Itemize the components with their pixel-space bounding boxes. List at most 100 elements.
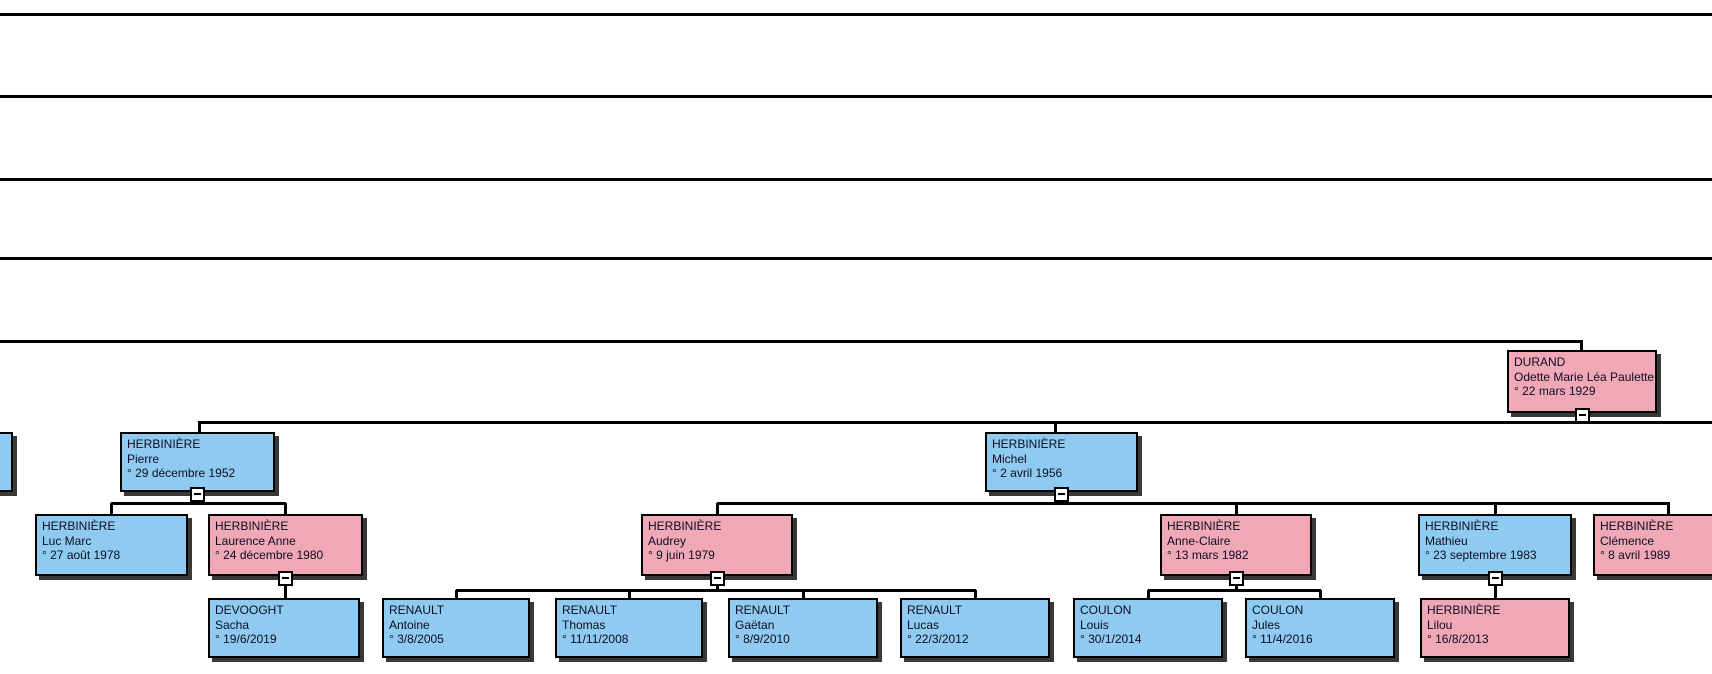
person-birth-date: ° 27 août 1978	[42, 548, 121, 562]
person-given-name: Michel	[992, 451, 1027, 466]
person-surname: DURAND	[1514, 355, 1566, 369]
person-surname: HERBINIÈRE	[992, 437, 1066, 451]
tree-connector-line	[111, 502, 286, 505]
person-surname: RENAULT	[907, 603, 963, 617]
person-given-name: Laurence Anne	[215, 533, 296, 548]
person-surname: HERBINIÈRE	[648, 519, 722, 533]
person-birth-date: ° 23 septembre 1983	[1425, 548, 1537, 562]
collapse-descendants-button[interactable]	[1574, 407, 1590, 423]
tree-connector-line	[456, 589, 976, 592]
person-birth-date: ° 2 avril 1956	[992, 466, 1063, 480]
collapse-descendants-button[interactable]	[709, 570, 725, 586]
minus-icon	[1491, 577, 1499, 579]
person-surname: RENAULT	[562, 603, 618, 617]
person-surname: COULON	[1080, 603, 1132, 617]
person-given-name: Clémence	[1600, 533, 1655, 548]
person-given-name: Antoine	[389, 617, 430, 632]
person-given-name: Lilou	[1427, 617, 1453, 632]
person-surname: HERBINIÈRE	[1167, 519, 1241, 533]
person-surname: HERBINIÈRE	[1425, 519, 1499, 533]
minus-icon	[713, 577, 721, 579]
tree-connector-line	[802, 590, 805, 599]
person-surname: HERBINIÈRE	[215, 519, 289, 533]
tree-connector-line	[716, 503, 719, 515]
person-given-name: Mathieu	[1425, 533, 1468, 548]
minus-icon	[1578, 414, 1586, 416]
person-given-name: Jules	[1252, 617, 1281, 632]
person-given-name: Luc Marc	[42, 533, 92, 548]
person-surname: RENAULT	[735, 603, 791, 617]
generation-rule-line	[0, 95, 1712, 98]
tree-connector-line	[1147, 590, 1150, 599]
person-surname: HERBINIÈRE	[127, 437, 201, 451]
person-birth-date: ° 30/1/2014	[1080, 632, 1142, 646]
person-given-name: Louis	[1080, 617, 1109, 632]
person-birth-date: ° 8 avril 1989	[1600, 548, 1671, 562]
collapse-descendants-button[interactable]	[190, 486, 205, 502]
person-birth-date: ° 22/3/2012	[907, 632, 969, 646]
person-box-clipped-left-sibling[interactable]	[0, 432, 13, 492]
tree-connector-line	[628, 590, 631, 599]
collapse-descendants-button[interactable]	[1054, 486, 1069, 502]
generation-rule-line	[0, 178, 1712, 181]
person-birth-date: ° 13 mars 1982	[1167, 548, 1249, 562]
collapse-descendants-button[interactable]	[1487, 570, 1503, 586]
person-surname: RENAULT	[389, 603, 445, 617]
person-birth-date: ° 24 décembre 1980	[215, 548, 324, 562]
person-birth-date: ° 22 mars 1929	[1514, 384, 1596, 398]
person-birth-date: ° 3/8/2005	[389, 632, 444, 646]
person-surname: HERBINIÈRE	[1600, 519, 1674, 533]
tree-connector-line	[1148, 589, 1321, 592]
person-given-name: Audrey	[648, 533, 687, 548]
minus-icon	[282, 577, 289, 579]
generation-rule-line	[0, 340, 1583, 343]
tree-connector-line	[284, 503, 287, 515]
tree-connector-line	[198, 421, 1712, 424]
generation-rule-line	[0, 13, 1712, 16]
tree-connector-line	[717, 502, 1670, 505]
tree-connector-line	[1580, 341, 1583, 352]
person-given-name: Gaëtan	[735, 617, 775, 632]
tree-connector-line	[455, 590, 458, 599]
person-given-name: Lucas	[907, 617, 940, 632]
person-surname: DEVOOGHT	[215, 603, 284, 617]
person-given-name: Thomas	[562, 617, 606, 632]
minus-icon	[1058, 493, 1065, 495]
person-birth-date: ° 29 décembre 1952	[127, 466, 236, 480]
tree-connector-line	[1054, 422, 1057, 433]
person-surname: HERBINIÈRE	[42, 519, 116, 533]
tree-connector-line	[1494, 503, 1497, 515]
person-birth-date: ° 8/9/2010	[735, 632, 790, 646]
tree-connector-line	[1235, 503, 1238, 515]
minus-icon	[1232, 577, 1240, 579]
tree-connector-line	[1494, 576, 1497, 599]
person-birth-date: ° 19/6/2019	[215, 632, 277, 646]
tree-connector-line	[974, 590, 977, 599]
person-given-name: Pierre	[127, 451, 160, 466]
minus-icon	[194, 493, 201, 495]
generation-rule-line	[0, 257, 1712, 260]
collapse-descendants-button[interactable]	[1228, 570, 1244, 586]
person-surname: COULON	[1252, 603, 1304, 617]
collapse-descendants-button[interactable]	[278, 570, 293, 586]
person-birth-date: ° 11/4/2016	[1252, 632, 1313, 646]
tree-connector-line	[284, 576, 287, 599]
